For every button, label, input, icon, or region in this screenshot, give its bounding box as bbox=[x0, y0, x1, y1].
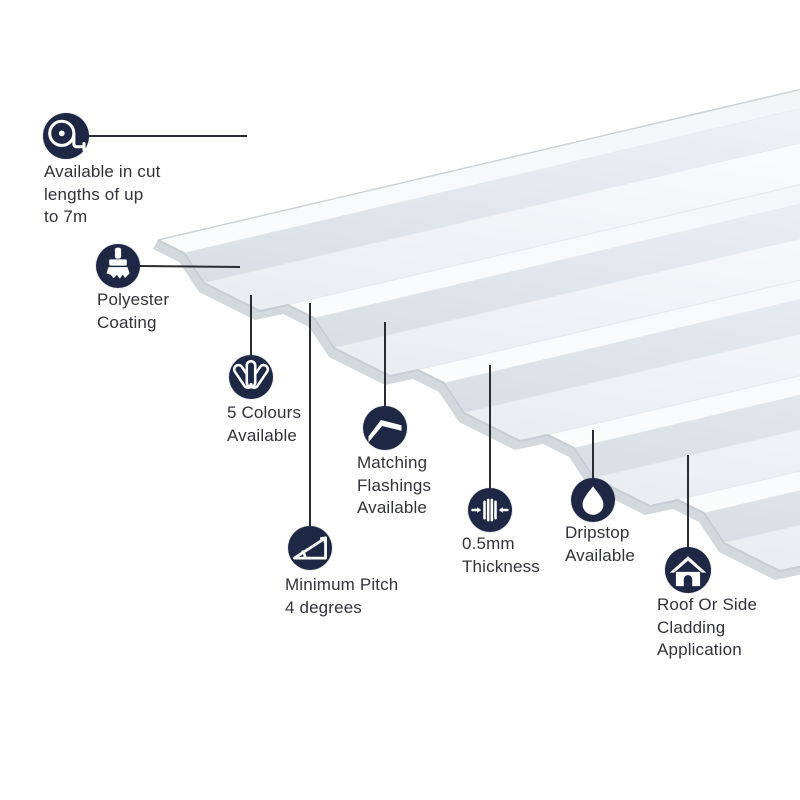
connector-lines bbox=[89, 135, 689, 547]
callout-badge-thickness bbox=[468, 488, 512, 532]
thickness-gauge-icon bbox=[471, 498, 509, 522]
callout-badge-cut-lengths bbox=[43, 113, 89, 159]
callout-label-cladding: Roof Or Side Cladding Application bbox=[657, 595, 758, 659]
water-drop-icon bbox=[582, 486, 604, 515]
roof-sheet bbox=[157, 89, 800, 572]
callout-badge-cladding bbox=[665, 547, 711, 593]
house-icon bbox=[669, 556, 707, 587]
callout-label-dripstop: Dripstop Available bbox=[565, 523, 636, 565]
callout-badge-minimum-pitch bbox=[288, 526, 332, 570]
callout-label-thickness: 0.5mm Thickness bbox=[462, 534, 540, 576]
sheet-rib bbox=[287, 184, 800, 377]
callout-badge-flashings bbox=[363, 406, 407, 450]
callout-label-minimum-pitch: Minimum Pitch 4 degrees bbox=[285, 575, 399, 617]
sheet-rib bbox=[417, 280, 800, 442]
callout-badge-colours bbox=[229, 355, 273, 399]
sheet-rib bbox=[677, 471, 800, 572]
tape-measure-icon bbox=[48, 119, 86, 152]
flashing-sheet-icon bbox=[368, 419, 402, 443]
callout-badge-dripstop bbox=[571, 478, 615, 522]
sheet-rib bbox=[157, 89, 800, 312]
callout-label-coating: Polyester Coating bbox=[97, 290, 170, 332]
callout-label-cut-lengths: Available in cut lengths of up to 7m bbox=[44, 162, 161, 226]
connector-coating bbox=[139, 265, 241, 268]
sheet-underside-edge bbox=[153, 240, 800, 580]
pitch-angle-icon bbox=[293, 536, 327, 560]
sheet-left-edge bbox=[157, 88, 800, 241]
callout-label-colours: 5 Colours Available bbox=[227, 403, 302, 445]
sheet-front-edge bbox=[157, 239, 800, 572]
callout-badge-coating bbox=[96, 244, 140, 288]
colour-fan-icon bbox=[232, 359, 270, 390]
paint-brush-icon bbox=[106, 247, 130, 279]
callout-label-flashings: Matching Flashings Available bbox=[357, 453, 432, 517]
